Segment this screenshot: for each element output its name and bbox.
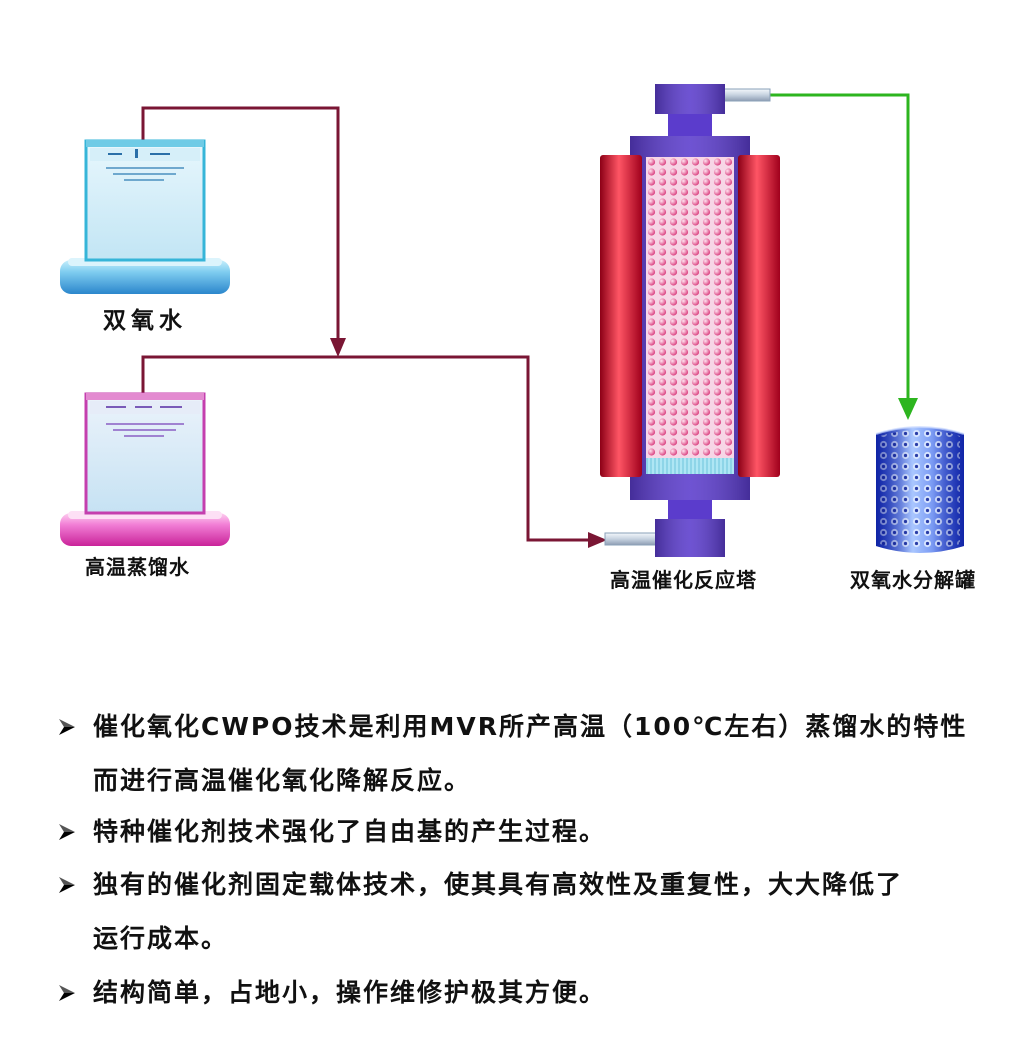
arrowhead-bullet-icon bbox=[57, 822, 77, 842]
bullet-item: 独有的催化剂固定载体技术，使其具有高效性及重复性，大大降低了 运行成本。 bbox=[59, 858, 973, 966]
bullet-text-line: 而进行高温催化氧化降解反应。 bbox=[93, 766, 472, 795]
bullet-text-line: 独有的催化剂固定载体技术，使其具有高效性及重复性，大大降低了 bbox=[93, 870, 904, 899]
hot-water-tank: 高温蒸馏水 bbox=[60, 392, 230, 579]
hot-water-liquid-level bbox=[106, 423, 184, 437]
reactor-top-outlet-stub bbox=[723, 88, 771, 102]
bullet-text-line: 结构简单，占地小，操作维修护极其方便。 bbox=[93, 978, 607, 1007]
reactor-tower: 高温催化反应塔 bbox=[600, 84, 780, 592]
process-flow-diagram: 双氧水 高温蒸馏水 bbox=[60, 84, 976, 592]
reactor-inlet-arrow-icon bbox=[588, 532, 607, 548]
reactor-left-heater bbox=[600, 155, 642, 477]
catalyst-bed-particles bbox=[646, 157, 734, 458]
reactor-bottom-neck bbox=[668, 499, 712, 521]
hot-water-tank-base bbox=[60, 513, 230, 546]
arrowhead-bullet-icon bbox=[57, 717, 77, 737]
mixed-feed-pipe bbox=[141, 355, 592, 542]
h2o2-tank-base bbox=[60, 260, 230, 294]
catalyst-support-mesh bbox=[646, 458, 734, 474]
outlet-flow-arrow-icon bbox=[898, 398, 918, 420]
h2o2-feed-pipe bbox=[141, 106, 340, 342]
bullet-text-line: 特种催化剂技术强化了自由基的产生过程。 bbox=[93, 817, 607, 846]
h2o2-liquid-level bbox=[106, 167, 184, 181]
decomposition-tank: 双氧水分解罐 bbox=[850, 426, 976, 592]
outlet-pipe bbox=[768, 93, 910, 402]
arrowhead-bullet-icon bbox=[57, 875, 77, 895]
reactor-label: 高温催化反应塔 bbox=[610, 568, 757, 592]
reactor-bottom-inlet-stub bbox=[604, 532, 658, 546]
bullet-item: 催化氧化CWPO技术是利用MVR所产高温（100℃左右）蒸馏水的特性 而进行高温… bbox=[59, 700, 973, 808]
h2o2-flow-arrow-icon bbox=[330, 338, 346, 357]
reactor-top-neck bbox=[668, 113, 712, 137]
bullet-item: 结构简单，占地小，操作维修护极其方便。 bbox=[59, 966, 973, 1020]
arrowhead-bullet-icon bbox=[57, 983, 77, 1003]
bullet-text-line: 运行成本。 bbox=[93, 924, 229, 953]
bullet-text-line: 催化氧化CWPO技术是利用MVR所产高温（100℃左右）蒸馏水的特性 bbox=[93, 712, 968, 741]
feed-pipes bbox=[141, 106, 607, 548]
bullet-item: 特种催化剂技术强化了自由基的产生过程。 bbox=[59, 805, 973, 859]
hot-water-tank-label: 高温蒸馏水 bbox=[85, 555, 190, 579]
decomposition-tank-label: 双氧水分解罐 bbox=[850, 568, 976, 592]
h2o2-tank: 双氧水 bbox=[60, 139, 230, 334]
reactor-right-heater bbox=[738, 155, 780, 477]
h2o2-tank-label: 双氧水 bbox=[103, 307, 187, 334]
outlet-pipe-group bbox=[768, 93, 918, 420]
